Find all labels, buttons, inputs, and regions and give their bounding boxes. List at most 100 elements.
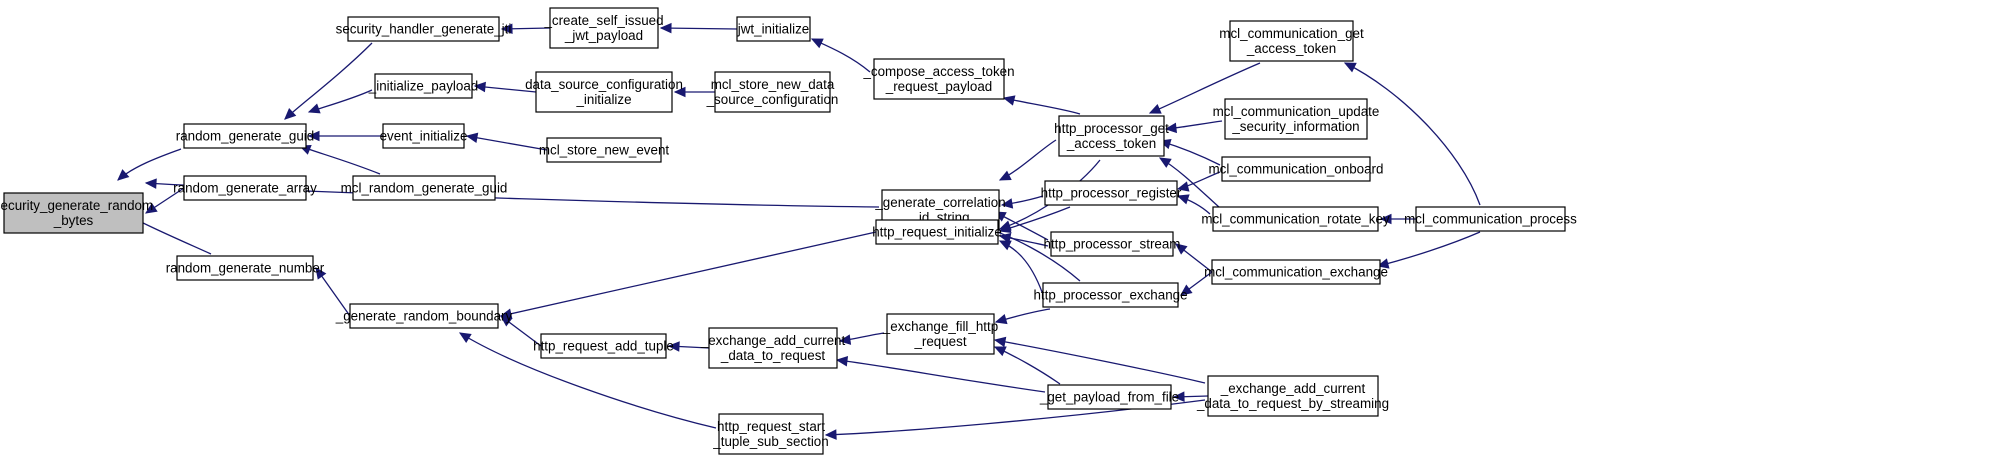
- node-box: [549, 7, 659, 49]
- node-_exchange_add_current_data_to_request_by_streaming[interactable]: _exchange_add_current_data_to_request_by…: [1196, 375, 1389, 417]
- node-label: _create_self_issued: [543, 13, 663, 28]
- node-box: [183, 175, 307, 201]
- node-label: _access_token: [1246, 41, 1336, 56]
- node-http_request_add_tuple[interactable]: http_request_add_tuple: [533, 333, 674, 359]
- edge-arrowhead: [458, 332, 472, 343]
- node-_compose_access_token_request_payload[interactable]: _compose_access_token_request_payload: [862, 58, 1015, 100]
- node-mcl_communication_rotate_key[interactable]: mcl_communication_rotate_key: [1201, 206, 1390, 232]
- node-label: mcl_communication_get: [1219, 26, 1364, 41]
- node-http_request_start_tuple_sub_section[interactable]: http_request_start_tuple_sub_section: [712, 413, 829, 455]
- node-mcl_store_new_data_source_configuration[interactable]: mcl_store_new_data_source_configuration: [706, 71, 839, 113]
- node-_create_self_issued_jwt_payload[interactable]: _create_self_issued_jwt_payload: [543, 7, 664, 49]
- node-label: _security_information: [1231, 119, 1359, 134]
- edge-arrowhead: [473, 81, 486, 93]
- node-label: _generate_random_boundary: [335, 309, 513, 324]
- node-mcl_communication_get_access_token[interactable]: mcl_communication_get_access_token: [1219, 20, 1364, 62]
- node-mcl_communication_process[interactable]: mcl_communication_process: [1404, 206, 1577, 232]
- node-box: [540, 333, 667, 359]
- node-_exchange_add_current_data_to_request[interactable]: _exchange_add_current_data_to_request: [700, 327, 846, 369]
- node-box: [1207, 375, 1379, 417]
- node-label: http_request_initialize: [872, 225, 1002, 240]
- node-http_processor_get_access_token[interactable]: http_processor_get_access_token: [1054, 115, 1169, 157]
- node-label: _jwt_payload: [564, 28, 643, 43]
- node-label: http_processor_stream: [1044, 237, 1181, 252]
- node-box: [1050, 231, 1174, 257]
- node-label: _data_to_request: [720, 348, 826, 363]
- node-security_handler_generate_jti[interactable]: security_handler_generate_jti: [336, 16, 512, 42]
- edge-arrowhead: [998, 232, 1012, 244]
- node-http_request_initialize[interactable]: http_request_initialize: [872, 219, 1002, 245]
- node-box: [1211, 259, 1381, 285]
- edge-arrowhead: [144, 178, 157, 189]
- edge-mcl_communication_rotate_key-to-http_processor_get_access_token: [1158, 157, 1221, 209]
- node-label: http_processor_exchange: [1033, 288, 1187, 303]
- node-box: [1415, 206, 1566, 232]
- edge-http_request_add_tuple-to-_generate_random_boundary: [500, 315, 542, 347]
- node-_generate_random_boundary[interactable]: _generate_random_boundary: [335, 303, 513, 329]
- edge-_exchange_add_current_data_to_request-to-http_request_add_tuple: [667, 341, 710, 352]
- node-box: [875, 219, 999, 245]
- node-label: mcl_communication_update: [1213, 104, 1380, 119]
- node-random_generate_number[interactable]: random_generate_number: [166, 255, 325, 281]
- node-box: [718, 413, 824, 455]
- node-mcl_store_new_event[interactable]: mcl_store_new_event: [539, 137, 670, 163]
- node-label: _get_payload_from_file: [1039, 390, 1179, 405]
- node-mcl_communication_update_security_information[interactable]: mcl_communication_update_security_inform…: [1213, 98, 1380, 140]
- node-http_processor_register[interactable]: http_processor_register: [1041, 180, 1182, 206]
- node-box: [3, 192, 144, 234]
- node-label: mcl_random_generate_guid: [341, 181, 508, 196]
- node-data_source_configuration_initialize[interactable]: data_source_configuration_initialize: [525, 71, 683, 113]
- edge-_create_self_issued_jwt_payload-to-security_handler_generate_jti: [500, 23, 551, 35]
- node-box: [886, 313, 995, 355]
- edge-arrowhead: [835, 355, 849, 367]
- node-_get_payload_from_file[interactable]: _get_payload_from_file: [1039, 384, 1179, 410]
- edge-arrowhead: [673, 86, 686, 98]
- edge-arrowhead: [500, 315, 513, 327]
- node-jwt_initialize[interactable]: jwt_initialize: [736, 16, 811, 42]
- node-label: random_generate_guid: [176, 129, 314, 144]
- node-box: [1212, 206, 1379, 232]
- node-label: jwt_initialize: [737, 22, 809, 37]
- edge-arrowhead: [1148, 103, 1162, 114]
- node-box: [1044, 180, 1178, 206]
- node-box: [349, 303, 499, 329]
- node-label: _compose_access_token: [862, 64, 1014, 79]
- edge-arrowhead: [1175, 243, 1188, 255]
- node-random_generate_array[interactable]: random_generate_array: [173, 175, 317, 201]
- edge-arrowhead: [1158, 157, 1172, 168]
- node-mcl_random_generate_guid[interactable]: mcl_random_generate_guid: [341, 175, 508, 201]
- edge-mcl_random_generate_guid-to-random_generate_guid: [298, 145, 381, 175]
- edge-http_processor_exchange-to-_exchange_fill_http_request: [994, 308, 1051, 325]
- node-label: http_request_add_tuple: [533, 339, 674, 354]
- node-box: [535, 71, 673, 113]
- node-http_processor_exchange[interactable]: http_processor_exchange: [1033, 282, 1188, 308]
- node-_exchange_fill_http_request[interactable]: _exchange_fill_http_request: [882, 313, 998, 355]
- node-label: _bytes: [53, 213, 94, 228]
- node-security_generate_random_bytes[interactable]: security_generate_random_bytes: [0, 192, 153, 234]
- node-random_generate_guid[interactable]: random_generate_guid: [176, 123, 314, 149]
- node-event_initialize[interactable]: event_initialize: [380, 123, 468, 149]
- node-box: [374, 73, 473, 99]
- node-_initialize_payload[interactable]: _initialize_payload: [368, 73, 478, 99]
- edge-arrowhead: [838, 334, 852, 345]
- edge-mcl_communication_rotate_key-to-http_processor_register: [1176, 194, 1211, 215]
- node-mcl_communication_onboard[interactable]: mcl_communication_onboard: [1209, 156, 1384, 182]
- edge-arrowhead: [1180, 284, 1193, 296]
- edge-mcl_store_new_data_source_configuration-to-data_source_configuration_initialize: [673, 86, 715, 98]
- edge-arrowhead: [994, 314, 1008, 325]
- edge-mcl_communication_get_access_token-to-http_processor_get_access_token: [1148, 62, 1261, 114]
- node-http_processor_stream[interactable]: http_processor_stream: [1044, 231, 1181, 257]
- node-mcl_communication_exchange[interactable]: mcl_communication_exchange: [1204, 259, 1388, 285]
- edge-http_processor_exchange-to-http_request_initialize: [998, 240, 1043, 293]
- edge-line: [836, 359, 1046, 393]
- node-box: [546, 137, 662, 163]
- node-box: [347, 16, 500, 42]
- edge-arrowhead: [824, 429, 837, 440]
- edge-mcl_communication_exchange-to-http_processor_stream: [1175, 243, 1213, 273]
- edge-arrowhead: [500, 23, 513, 35]
- edge-http_processor_register-to-http_request_initialize: [998, 206, 1071, 234]
- edge-arrowhead: [465, 132, 479, 144]
- node-label: _source_configuration: [706, 92, 839, 107]
- node-label: _request_payload: [885, 79, 992, 94]
- edge-mcl_communication_exchange-to-http_processor_exchange: [1180, 271, 1213, 296]
